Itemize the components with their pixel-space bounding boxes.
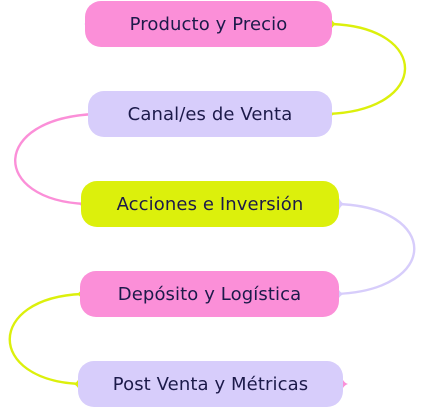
step-deposito-y-logistica: Depósito y Logística xyxy=(80,271,339,317)
connector-1-2 xyxy=(327,22,407,116)
step-label: Post Venta y Métricas xyxy=(112,373,309,395)
step-post-venta-y-metricas: Post Venta y Métricas xyxy=(78,361,343,407)
step-label: Depósito y Logística xyxy=(117,283,302,305)
connector-2-3 xyxy=(14,112,97,206)
step-label: Producto y Precio xyxy=(129,13,288,35)
step-canales-de-venta: Canal/es de Venta xyxy=(88,91,332,137)
step-label: Acciones e Inversión xyxy=(116,193,304,215)
step-producto-y-precio: Producto y Precio xyxy=(85,1,332,47)
connector-3-4 xyxy=(335,202,416,296)
step-acciones-e-inversion: Acciones e Inversión xyxy=(81,181,339,227)
step-label: Canal/es de Venta xyxy=(127,103,293,125)
connector-4-5 xyxy=(8,292,83,386)
